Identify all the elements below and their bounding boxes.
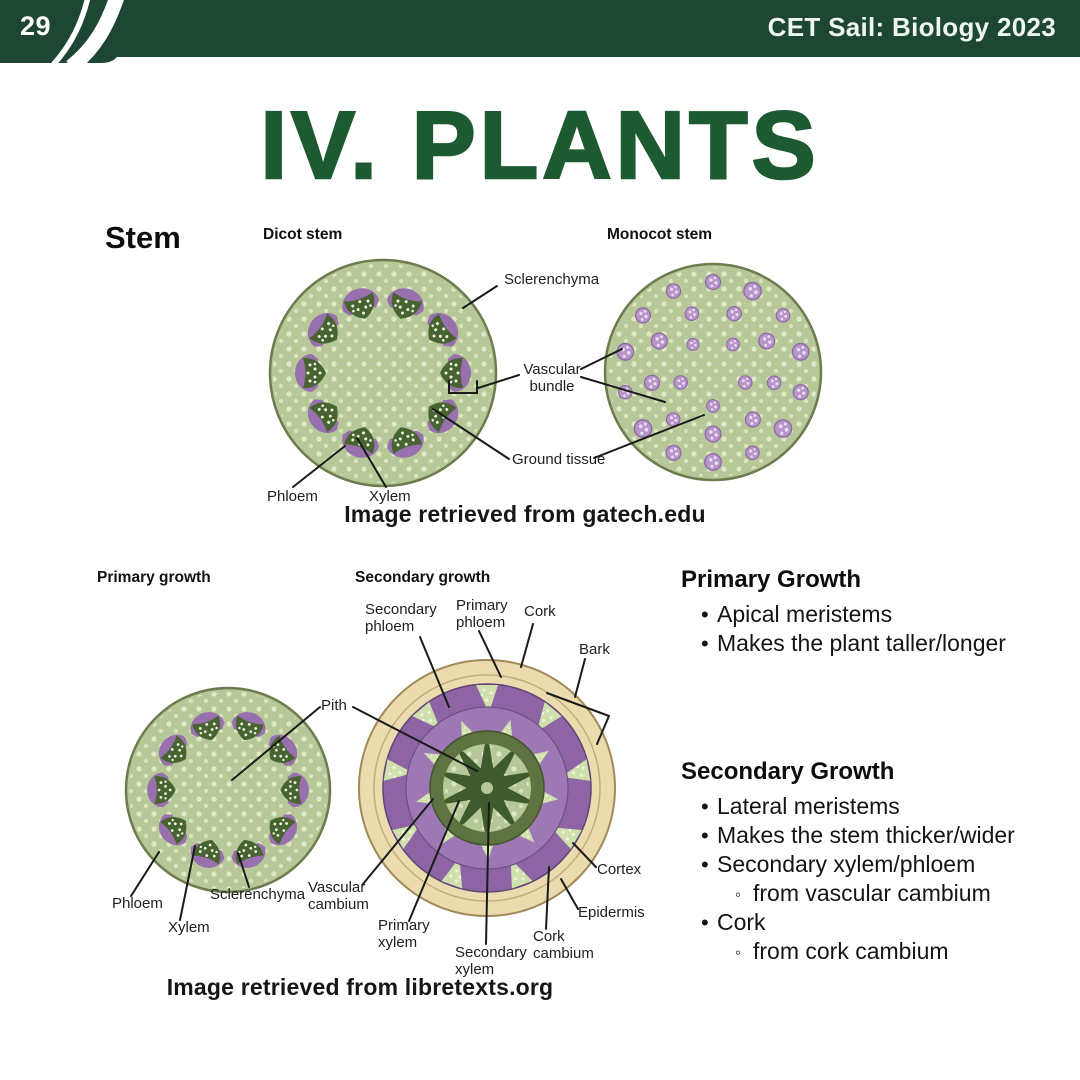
secondary-growth-diagram <box>358 659 616 917</box>
primary-growth-list: Apical meristems Makes the plant taller/… <box>681 600 1073 658</box>
leader-lines-figure1 <box>292 285 705 488</box>
list-item: Cork <box>681 908 1073 937</box>
secondary-growth-notes: Secondary Growth Lateral meristems Makes… <box>681 758 1073 967</box>
monocot-stem-title: Monocot stem <box>607 226 713 243</box>
label-xylem-2: Xylem <box>168 919 210 936</box>
label-cortex: Cortex <box>597 861 642 878</box>
label-secondary-xylem: Secondary xylem <box>455 944 527 979</box>
section-label: Stem <box>105 220 181 255</box>
label-vascular-cambium: Vascular cambium <box>308 879 369 914</box>
label-cork-cambium: Cork cambium <box>533 928 594 963</box>
label-sclerenchyma-2: Sclerenchyma <box>210 886 306 903</box>
label-vascular-bundle: Vascular bundle <box>523 361 581 396</box>
sail-stripe-icon <box>66 0 124 70</box>
list-item: Makes the stem thicker/wider <box>681 821 1073 850</box>
header-bar <box>0 0 1080 70</box>
sail-stripe-icon <box>50 0 91 67</box>
monocot-stem-diagram <box>603 262 823 482</box>
label-secondary-phloem: Secondary phloem <box>365 601 437 636</box>
secondary-growth-heading: Secondary Growth <box>681 758 895 785</box>
secondary-growth-title: Secondary growth <box>355 569 491 586</box>
figure2-caption: Image retrieved from libretexts.org <box>166 974 554 1000</box>
list-item: Makes the plant taller/longer <box>681 629 1073 658</box>
dicot-stem-title: Dicot stem <box>263 226 343 243</box>
label-cork: Cork <box>524 603 556 620</box>
label-primary-xylem: Primary xylem <box>378 917 430 952</box>
primary-growth-title: Primary growth <box>97 569 211 586</box>
header-title: CET Sail: Biology 2023 <box>767 12 1056 42</box>
list-sub-item: from vascular cambium <box>681 879 1073 909</box>
dicot-stem-diagram <box>268 258 498 488</box>
label-ground-tissue: Ground tissue <box>512 451 606 468</box>
list-item: Lateral meristems <box>681 792 1073 821</box>
leader-lines-figure2 <box>130 623 611 945</box>
primary-growth-heading: Primary Growth <box>681 566 862 593</box>
page-title: IV. PLANTS <box>259 92 820 199</box>
secondary-growth-list: Lateral meristems Makes the stem thicker… <box>681 792 1073 967</box>
label-bark: Bark <box>579 641 610 658</box>
primary-growth-diagram <box>124 686 332 894</box>
primary-growth-notes: Primary Growth Apical meristems Makes th… <box>681 566 1073 658</box>
label-epidermis: Epidermis <box>578 904 645 921</box>
list-item: Secondary xylem/phloem <box>681 850 1073 879</box>
list-sub-item: from cork cambium <box>681 937 1073 967</box>
label-phloem-2: Phloem <box>112 895 163 912</box>
label-pith: Pith <box>321 697 347 714</box>
label-sclerenchyma: Sclerenchyma <box>504 271 600 288</box>
label-phloem: Phloem <box>267 488 318 505</box>
label-xylem: Xylem <box>369 488 411 505</box>
label-primary-phloem: Primary phloem <box>456 597 508 632</box>
list-item: Apical meristems <box>681 600 1073 629</box>
figure1-caption: Image retrieved from gatech.edu <box>344 501 706 527</box>
page-number: 29 <box>20 11 52 41</box>
